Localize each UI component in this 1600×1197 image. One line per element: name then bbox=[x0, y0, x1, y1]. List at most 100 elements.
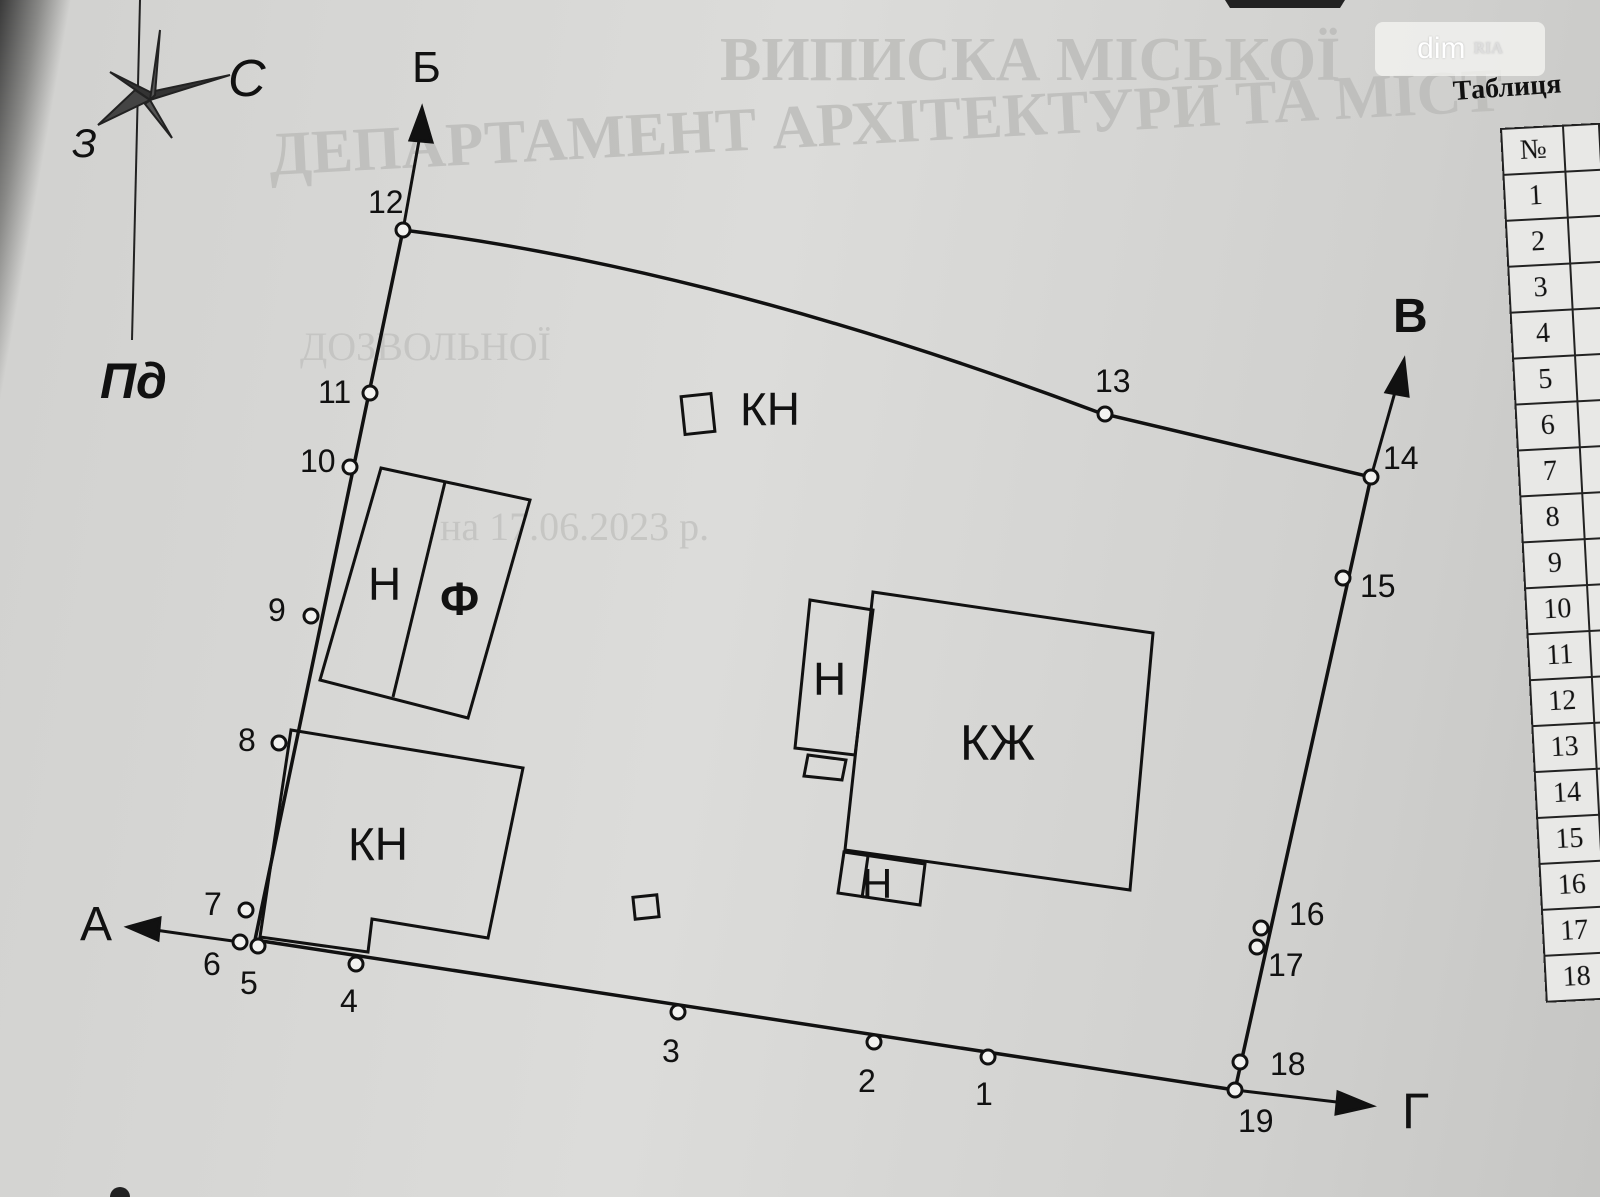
point-label-1: 1 bbox=[975, 1076, 993, 1112]
watermark: dim RIA bbox=[1375, 22, 1545, 76]
building-n-bottom-divider bbox=[860, 855, 870, 899]
compass-se-ray bbox=[143, 98, 173, 139]
building-labels: КН Н Ф КН Н КЖ Н bbox=[348, 383, 1035, 907]
table-cell bbox=[1584, 537, 1600, 586]
point-label-19: 19 bbox=[1238, 1103, 1274, 1139]
building-n-f-divider bbox=[391, 481, 447, 698]
buildings bbox=[258, 391, 1155, 954]
table-row: 5 bbox=[1513, 353, 1600, 405]
building-n-right bbox=[793, 598, 875, 757]
table-cell bbox=[1567, 215, 1600, 264]
table-row: 15 bbox=[1537, 812, 1600, 864]
label-n-left: Н bbox=[368, 558, 401, 610]
watermark-brand: RIA bbox=[1473, 40, 1503, 57]
direction-label-a: А bbox=[80, 898, 112, 951]
point-label-16: 16 bbox=[1289, 896, 1325, 932]
point-label-6: 6 bbox=[203, 946, 221, 982]
table-row: 11 bbox=[1527, 629, 1600, 681]
point-labels: 1 2 3 4 5 6 7 8 9 10 11 12 13 14 15 16 1… bbox=[203, 184, 1419, 1139]
table-cell bbox=[1563, 123, 1600, 172]
building-kn-bottom bbox=[258, 728, 525, 954]
table-row: 16 bbox=[1539, 859, 1600, 910]
label-f-left: Ф bbox=[440, 573, 479, 625]
point-label-2: 2 bbox=[858, 1063, 876, 1099]
table-row: 14 bbox=[1534, 766, 1600, 819]
table-row: 9 bbox=[1522, 537, 1600, 589]
arrow-a-line bbox=[154, 928, 241, 944]
building-n-f bbox=[318, 466, 532, 720]
point-2 bbox=[865, 1033, 883, 1051]
table-row-number: 13 bbox=[1532, 722, 1597, 773]
table-cell bbox=[1591, 675, 1600, 723]
point-label-4: 4 bbox=[340, 983, 358, 1019]
point-label-10: 10 bbox=[300, 443, 336, 479]
point-label-15: 15 bbox=[1360, 568, 1396, 604]
table-row-number: 10 bbox=[1525, 585, 1590, 635]
table-row: 18 bbox=[1544, 951, 1600, 1002]
point-17 bbox=[1248, 938, 1266, 956]
label-n-right: Н bbox=[813, 653, 846, 705]
direction-arrows bbox=[123, 103, 1410, 1116]
direction-label-g: Г bbox=[1402, 1083, 1429, 1139]
table-row-number: 11 bbox=[1527, 631, 1592, 681]
table-row: 8 bbox=[1520, 491, 1600, 543]
point-16 bbox=[1252, 919, 1270, 937]
point-13 bbox=[1096, 405, 1114, 423]
background-bleed-text: ВИПИСКА МІСЬКОЇ ДЕПАРТАМЕНТ АРХІТЕКТУРИ … bbox=[267, 26, 1504, 549]
direction-label-b: Б bbox=[412, 43, 441, 92]
table-row-number: 7 bbox=[1517, 447, 1583, 497]
marker-square-bottom bbox=[631, 893, 661, 921]
direction-label-v: В bbox=[1393, 290, 1428, 343]
table-row-number: 2 bbox=[1505, 217, 1571, 267]
point-label-9: 9 bbox=[268, 592, 286, 628]
label-n-bottom: Н bbox=[862, 860, 892, 907]
plot-boundary bbox=[252, 228, 1374, 1092]
point-label-3: 3 bbox=[662, 1033, 680, 1069]
table-cell bbox=[1589, 629, 1600, 677]
table-row: 17 bbox=[1541, 905, 1600, 956]
table-cell bbox=[1582, 491, 1600, 540]
watermark-text: dim bbox=[1417, 32, 1466, 65]
compass-south-label: Пд bbox=[100, 353, 167, 409]
point-8 bbox=[270, 734, 288, 752]
table-row-number: 8 bbox=[1520, 493, 1585, 543]
table-row: 12 bbox=[1529, 675, 1600, 727]
table-cell bbox=[1572, 307, 1600, 356]
table-row: 2 bbox=[1505, 215, 1600, 267]
compass-ns-line bbox=[131, 0, 141, 341]
point-18 bbox=[1231, 1053, 1249, 1071]
point-19 bbox=[1226, 1081, 1244, 1099]
table-row-number: 12 bbox=[1529, 676, 1595, 727]
table-row: 1 bbox=[1503, 169, 1600, 221]
building-kzh bbox=[843, 590, 1155, 892]
arrow-g-line bbox=[1234, 1088, 1346, 1105]
point-14 bbox=[1362, 468, 1380, 486]
bg-text-1: ВИПИСКА МІСЬКОЇ bbox=[720, 26, 1340, 94]
bg-text-3: ДОЗВОЛЬНОЇ bbox=[300, 324, 551, 369]
point-1 bbox=[979, 1048, 997, 1066]
marker-square-top bbox=[679, 391, 717, 437]
point-9 bbox=[302, 607, 320, 625]
point-5 bbox=[249, 937, 267, 955]
building-n-right-porch bbox=[802, 753, 848, 782]
table-row-number: 1 bbox=[1503, 171, 1568, 221]
compass-west-label: З bbox=[72, 122, 97, 166]
point-15 bbox=[1334, 569, 1352, 587]
compass-west-ray bbox=[97, 88, 153, 126]
table-row-number: 17 bbox=[1541, 906, 1600, 956]
arrow-g-head bbox=[1334, 1089, 1377, 1116]
arrow-v-line bbox=[1369, 384, 1399, 478]
point-label-18: 18 bbox=[1270, 1046, 1306, 1082]
table-cell bbox=[1579, 445, 1600, 494]
label-kn-top: КН bbox=[740, 383, 800, 435]
table-cell bbox=[1565, 169, 1600, 218]
compass-ne-ray bbox=[148, 29, 161, 103]
table-row-number: 9 bbox=[1522, 539, 1588, 589]
point-12 bbox=[394, 221, 412, 239]
table-cell bbox=[1570, 261, 1600, 310]
table-row: 4 bbox=[1510, 307, 1600, 359]
point-3 bbox=[669, 1003, 687, 1021]
arrow-a-head bbox=[123, 915, 162, 943]
